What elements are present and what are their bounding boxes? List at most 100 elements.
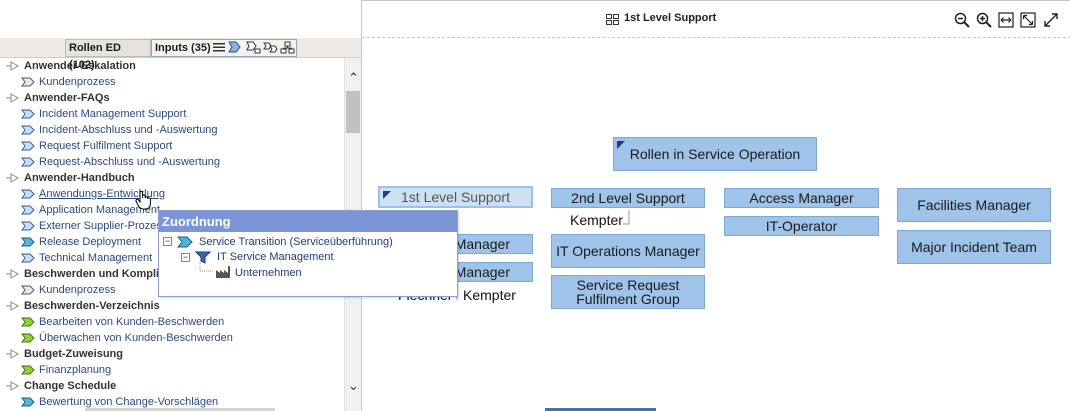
tree-label: Überwachen von Kunden-Beschwerden	[39, 332, 233, 344]
process-chevron-icon	[21, 157, 35, 167]
node-1st-level-support[interactable]: 1st Level Support	[378, 186, 533, 208]
tree-label: Anwendungs-Entwicklung	[39, 188, 165, 200]
inputs-panel: Rollen ED (102) Inputs (35)	[0, 0, 361, 411]
person-label: Kempter	[463, 287, 516, 303]
tree-label: Anwender-FAQs	[24, 92, 110, 104]
input-arrow-icon	[6, 349, 20, 359]
node-access-manager[interactable]: Access Manager	[724, 188, 879, 208]
filter-icon	[195, 251, 211, 264]
panel-tabbar: Rollen ED (102) Inputs (35)	[0, 38, 361, 71]
process-chevron-icon	[21, 77, 35, 87]
tree-label: Beschwerden und Komplimente	[24, 268, 192, 280]
tab-roles[interactable]: Rollen ED (102)	[65, 39, 151, 71]
list-view-icon[interactable]	[212, 41, 227, 54]
popup-title: Zuordnung	[159, 211, 457, 232]
node-label: 2nd Level Support	[571, 190, 685, 206]
node-service-request-fulfilment-group[interactable]: Service Request Fulfilment Group	[551, 275, 705, 309]
node-label: Major Incident Team	[911, 239, 1037, 255]
process-chevron-icon	[21, 365, 35, 375]
zoom-out-icon[interactable]	[954, 12, 970, 28]
process-chain-icon[interactable]	[263, 41, 278, 54]
node-label: Rollen in Service Operation	[629, 146, 801, 162]
tree-label: Request Fulfilment Support	[39, 140, 173, 152]
process-chevron-icon	[21, 253, 35, 263]
process-chevron-icon	[21, 317, 35, 327]
tree-label: Finanzplanung	[39, 364, 112, 376]
input-arrow-icon	[6, 269, 20, 279]
tree-label: Incident-Abschluss und -Auswertung	[39, 124, 218, 136]
popup-row-label[interactable]: Service Transition (Serviceüberführung)	[199, 236, 393, 248]
process-filter-icon[interactable]	[228, 41, 243, 54]
node-it-operator[interactable]: IT-Operator	[724, 216, 879, 236]
zoom-in-icon[interactable]	[976, 12, 992, 28]
node-rollen-service-operation[interactable]: Rollen in Service Operation	[613, 137, 817, 171]
process-chevron-icon	[21, 189, 35, 199]
process-chevron-icon	[21, 221, 35, 231]
maximize-icon[interactable]	[1043, 12, 1059, 28]
input-arrow-icon	[6, 61, 20, 71]
factory-icon	[216, 266, 230, 278]
person-label: Kempter	[570, 212, 623, 228]
tree-label: Bearbeiten von Kunden-Beschwerden	[39, 316, 225, 328]
diagram-grid-icon	[606, 14, 619, 25]
node-label: Manager	[454, 236, 510, 252]
tree-label: Incident Management Support	[39, 108, 187, 120]
tree-label: Kundenprozess	[39, 76, 116, 88]
process-chevron-icon	[21, 237, 35, 247]
node-label: Manager	[454, 264, 510, 280]
tree-label: Change Schedule	[24, 380, 117, 392]
tree-label: Beschwerden-Verzeichnis	[24, 300, 160, 312]
node-major-incident-team[interactable]: Major Incident Team	[897, 230, 1051, 264]
diagram-title: 1st Level Support	[624, 12, 717, 24]
horizontal-scroll-strip[interactable]	[85, 408, 275, 411]
node-corner-marker	[617, 141, 625, 149]
panel-top-border	[362, 0, 1070, 3]
node-label: Facilities Manager	[917, 197, 1031, 213]
process-chevron-icon	[177, 236, 193, 248]
process-chevron-icon	[21, 125, 35, 135]
node-2nd-level-support[interactable]: 2nd Level Support	[551, 188, 705, 208]
diagram-bottom-tab[interactable]	[545, 408, 656, 411]
popup-row-label[interactable]: Unternehmen	[235, 267, 302, 279]
tree-label: Externer Supplier-Prozess	[39, 220, 168, 232]
node-it-operations-manager[interactable]: IT Operations Manager	[551, 234, 705, 268]
node-facilities-manager[interactable]: Facilities Manager	[897, 188, 1051, 222]
collapse-icon[interactable]: −	[181, 252, 190, 262]
tree-label: Release Deployment	[39, 236, 142, 248]
node-label: Access Manager	[749, 190, 854, 206]
process-chevron-icon	[21, 285, 35, 295]
input-arrow-icon	[6, 381, 20, 391]
fit-width-icon[interactable]	[998, 12, 1014, 28]
scroll-down-icon[interactable]: ⌄	[348, 378, 359, 393]
tree-label: Bewertung von Change-Vorschlägen	[39, 396, 219, 408]
process-chevron-icon	[21, 109, 35, 119]
tree-label: Request-Abschluss und -Auswertung	[39, 156, 220, 168]
tab-inputs-label: Inputs (35)	[155, 42, 211, 54]
node-label: IT Operations Manager	[556, 243, 700, 259]
popup-row-label[interactable]: IT Service Management	[217, 251, 334, 263]
process-chevron-icon	[21, 333, 35, 343]
tree-label: Kundenprozess	[39, 284, 116, 296]
process-tree-icon[interactable]	[246, 41, 261, 54]
diagram-header: 1st Level Support	[362, 3, 1070, 38]
hierarchy-icon[interactable]	[280, 41, 295, 54]
node-label: Service Request Fulfilment Group	[576, 277, 680, 307]
node-label: 1st Level Support	[401, 189, 510, 205]
process-chevron-icon	[21, 205, 35, 215]
collapse-icon[interactable]: −	[163, 236, 172, 246]
tree-label: Anwender-Handbuch	[24, 172, 135, 184]
fit-page-icon[interactable]	[1020, 12, 1036, 28]
connector-line	[623, 210, 630, 225]
panel-top-spacer	[0, 0, 361, 38]
scroll-up-icon[interactable]: ⌃	[348, 70, 359, 85]
scroll-thumb[interactable]	[346, 91, 360, 133]
tree-label: Application Management	[39, 204, 161, 216]
tree-label: Anwender-Eskalation	[24, 60, 136, 72]
node-corner-marker	[383, 191, 391, 199]
tree-label: Technical Management	[39, 252, 153, 264]
tree-connector	[199, 261, 213, 272]
process-chevron-icon	[21, 397, 35, 407]
tree-label: Budget-Zuweisung	[24, 348, 123, 360]
input-arrow-icon	[6, 301, 20, 311]
